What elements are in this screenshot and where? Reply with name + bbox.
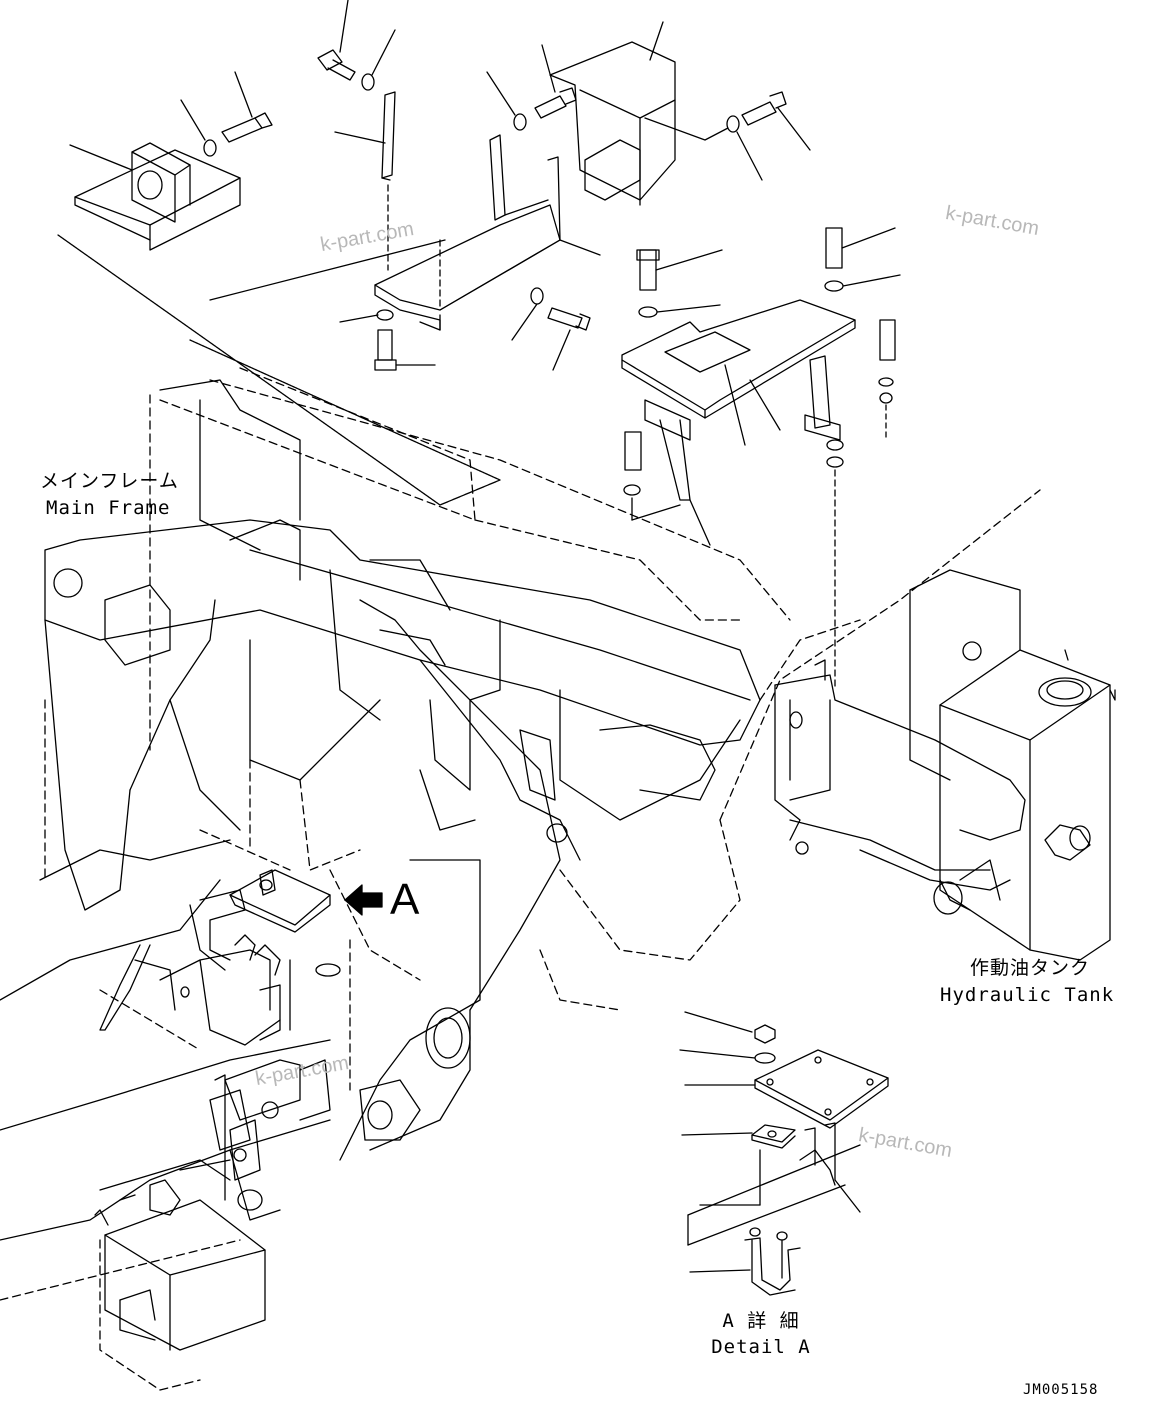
strap-plate (334, 91, 396, 271)
detail-a-label-jp: A 詳 細 (722, 1310, 800, 1332)
bolt-washer-group-5 (339, 309, 436, 371)
drawing-code: JM005158 (1023, 1382, 1099, 1398)
hydraulic-tank-label-jp: 作動油タンク (970, 957, 1091, 979)
bolt-washer-group-2 (317, 0, 396, 91)
view-a-callout-letter: A (390, 875, 420, 924)
bolt-washer-group-6 (511, 287, 591, 371)
bolt-washer-group-7 (623, 227, 901, 691)
main-frame-hidden-lines (0, 379, 1041, 1391)
main-frame-label-jp: メインフレーム (40, 470, 179, 492)
bolt-washer-group-1 (180, 71, 273, 157)
right-support-bracket (621, 299, 856, 546)
pump-valve-assembly (94, 869, 341, 1351)
bolt-washer-group-3 (486, 44, 577, 131)
hydraulic-tank (774, 569, 1116, 961)
main-frame-label-en: Main Frame (46, 497, 171, 519)
assembly-guide-lines (57, 234, 741, 751)
cover-box (549, 21, 729, 206)
main-frame (0, 379, 761, 1241)
hydraulic-tank-label-en: Hydraulic Tank (940, 984, 1115, 1006)
bolt-washer-group-4 (726, 91, 811, 181)
detail-a-view (679, 1011, 889, 1296)
center-tray (374, 134, 601, 331)
detail-a-label-en: Detail A (711, 1336, 811, 1358)
left-mount-bracket (69, 142, 241, 251)
view-a-arrow (344, 884, 383, 916)
